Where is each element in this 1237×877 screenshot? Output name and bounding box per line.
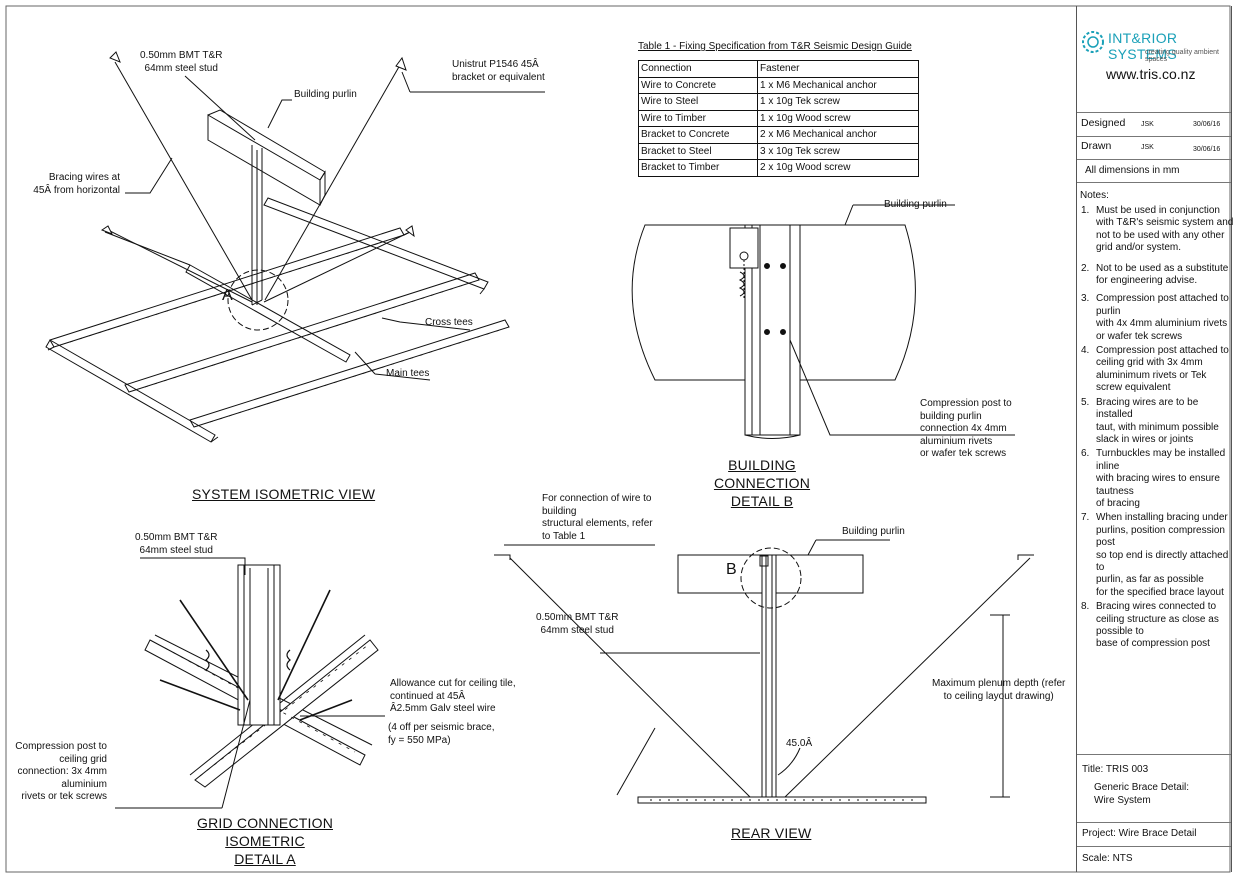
- designed-date: 30/06/16: [1193, 121, 1221, 128]
- note-text: Bracing wires are to be installed taut, …: [1096, 396, 1219, 445]
- drawn-label: Drawn: [1081, 140, 1112, 152]
- sheet-border: [5, 5, 1231, 873]
- table-cell: Wire to Steel: [638, 93, 758, 111]
- divider: [1077, 112, 1231, 113]
- table-cell: 1 x 10g Tek screw: [757, 93, 919, 111]
- label-off-per: (4 off per seismic brace, fy = 550 MPa): [388, 722, 495, 746]
- title-rear-view: REAR VIEW: [731, 825, 812, 841]
- title-block: INT&RIOR SYSTEMS creating quality ambien…: [1076, 6, 1232, 872]
- divider: [1077, 182, 1231, 183]
- label-plenum: Maximum plenum depth (refer to ceiling l…: [932, 678, 1066, 702]
- company-url[interactable]: www.tris.co.nz: [1106, 66, 1196, 82]
- marker-b: B: [726, 561, 737, 578]
- note-text: Turnbuckles may be installed inline with…: [1096, 448, 1226, 509]
- divider: [1077, 754, 1231, 755]
- title-value: Generic Brace Detail: Wire System: [1094, 782, 1190, 806]
- scale-label: Scale: NTS: [1082, 853, 1133, 864]
- drawn-date: 30/06/16: [1193, 146, 1221, 153]
- designed-by: JSK: [1141, 121, 1154, 128]
- table-cell: 2 x 10g Wood screw: [757, 159, 919, 177]
- table-cell: Bracket to Steel: [638, 142, 758, 160]
- marker-a: A: [222, 287, 233, 304]
- divider: [1077, 136, 1231, 137]
- note-item: 6.Turnbuckles may be installed inline wi…: [1081, 448, 1226, 509]
- note-item: 1.Must be used in conjunction with T&R's…: [1081, 205, 1234, 254]
- table-cell: Bracket to Concrete: [638, 126, 758, 144]
- note-item: 2.Not to be used as a substitute for eng…: [1081, 262, 1229, 287]
- table-header-cell: Connection: [638, 60, 758, 78]
- label-wire-connection: For connection of wire to building struc…: [542, 493, 653, 542]
- note-text: Compression post attached to purlin with…: [1096, 293, 1229, 342]
- building-connection-detail-b: [631, 204, 1015, 439]
- system-isometric-view: [45, 51, 545, 443]
- table-caption: Table 1 - Fixing Specification from T&R …: [638, 41, 912, 52]
- designed-label: Designed: [1081, 117, 1126, 129]
- label-unistrut: Unistrut P1546 45Â bracket or equivalent: [452, 59, 545, 83]
- label-comp-post-grid: Compression post to ceiling grid connect…: [15, 741, 107, 802]
- note-item: 4.Compression post attached to ceiling g…: [1081, 345, 1229, 394]
- table-cell: 1 x 10g Wood screw: [757, 109, 919, 127]
- label-angle: 45.0Â: [786, 738, 813, 749]
- label-allowance: Allowance cut for ceiling tile, continue…: [390, 678, 516, 714]
- title-grid-detail: GRID CONNECTION ISOMETRIC DETAIL A: [197, 815, 333, 867]
- label-stud-rear: 0.50mm BMT T&R 64mm steel stud: [536, 612, 619, 636]
- divider: [1077, 846, 1231, 847]
- notes-list: 1.Must be used in conjunction with T&R's…: [1078, 205, 1234, 653]
- project-label: Project: Wire Brace Detail: [1082, 828, 1197, 839]
- note-text: Bracing wires connected to ceiling struc…: [1096, 601, 1219, 650]
- label-purlin-b: Building purlin: [884, 199, 947, 210]
- table-cell: 3 x 10g Tek screw: [757, 142, 919, 160]
- label-main-tees: Main tees: [386, 368, 430, 379]
- title-system-iso: SYSTEM ISOMETRIC VIEW: [192, 486, 376, 502]
- table-cell: Wire to Timber: [638, 109, 758, 127]
- title-label: Title: TRIS 003: [1082, 764, 1149, 775]
- table-cell: Bracket to Timber: [638, 159, 758, 177]
- label-purlin-rear: Building purlin: [842, 526, 905, 537]
- title-building-detail: BUILDING CONNECTION DETAIL B: [713, 457, 811, 509]
- note-item: 5.Bracing wires are to be installed taut…: [1081, 396, 1219, 445]
- label-stud-grid: 0.50mm BMT T&R 64mm steel stud: [135, 532, 218, 556]
- label-bracing: Bracing wires at 45Â from horizontal: [33, 172, 120, 196]
- divider: [1077, 822, 1231, 823]
- label-cross-tees: Cross tees: [425, 317, 473, 328]
- note-item: 8.Bracing wires connected to ceiling str…: [1081, 601, 1219, 650]
- table-cell: Wire to Concrete: [638, 76, 758, 94]
- notes-label: Notes:: [1080, 190, 1109, 201]
- note-text: Compression post attached to ceiling gri…: [1096, 345, 1229, 394]
- note-text: When installing bracing under purlins, p…: [1096, 512, 1229, 598]
- note-text: Must be used in conjunction with T&R's s…: [1096, 205, 1234, 254]
- divider: [1077, 159, 1231, 160]
- company-tagline: creating quality ambient spaces: [1145, 49, 1219, 63]
- company-logo: [1082, 31, 1104, 53]
- company-name: INT&RIOR SYSTEMS: [1108, 30, 1178, 62]
- note-item: 3.Compression post attached to purlin wi…: [1081, 293, 1229, 342]
- drawn-by: JSK: [1141, 144, 1154, 151]
- table-cell: 1 x M6 Mechanical anchor: [757, 76, 919, 94]
- table-cell: 2 x M6 Mechanical anchor: [757, 126, 919, 144]
- label-purlin-top: Building purlin: [294, 89, 357, 100]
- note-item: 7.When installing bracing under purlins,…: [1081, 512, 1229, 598]
- dims-note: All dimensions in mm: [1085, 165, 1180, 176]
- rear-view: [494, 539, 1034, 804]
- table-header-row: Connection Fastener: [638, 60, 919, 78]
- label-stud-top: 0.50mm BMT T&R 64mm steel stud: [140, 50, 223, 74]
- note-text: Not to be used as a substitute for engin…: [1096, 262, 1229, 287]
- table-header-cell: Fastener: [757, 60, 919, 78]
- label-comp-post-b: Compression post to building purlin conn…: [920, 398, 1012, 459]
- grid-connection-detail-a: [115, 557, 385, 809]
